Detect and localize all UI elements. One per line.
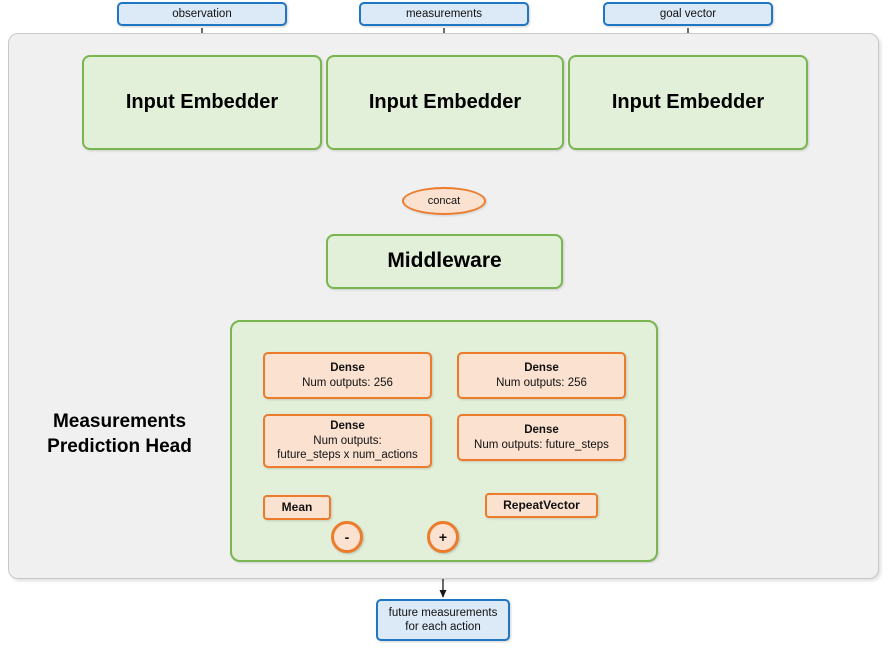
dense-right-2-detail: Num outputs: future_steps — [474, 438, 609, 451]
dense-left-1[interactable]: Dense Num outputs: 256 — [263, 352, 432, 399]
mean-label: Mean — [281, 500, 313, 514]
dense-right-1-detail: Num outputs: 256 — [496, 376, 587, 389]
output-box-future-measurements[interactable]: future measurements for each action — [376, 599, 510, 641]
input-label-measurements: measurements — [405, 7, 483, 20]
add-operator[interactable]: + — [427, 521, 459, 553]
repeat-vector-op[interactable]: RepeatVector — [485, 493, 598, 518]
repeat-vector-label: RepeatVector — [503, 498, 580, 512]
input-box-observation[interactable]: observation — [117, 2, 287, 26]
concat-label: concat — [427, 195, 461, 207]
dense-right-2-title: Dense — [524, 424, 559, 437]
dense-left-2-detail-line1: Num outputs: — [313, 434, 382, 447]
measurements-prediction-head-label: Measurements Prediction Head — [22, 410, 217, 459]
head-label-line1: Measurements — [52, 411, 187, 432]
input-box-goal-vector[interactable]: goal vector — [603, 2, 773, 26]
input-embedder-3[interactable]: Input Embedder — [568, 55, 808, 150]
input-embedder-1-label: Input Embedder — [125, 91, 279, 113]
input-label-observation: observation — [172, 7, 232, 20]
subtract-operator-label: - — [344, 529, 350, 545]
input-label-goal-vector: goal vector — [659, 7, 717, 20]
concat-node[interactable]: concat — [402, 187, 486, 215]
dense-left-1-title: Dense — [330, 362, 365, 375]
dense-right-1[interactable]: Dense Num outputs: 256 — [457, 352, 626, 399]
middleware-label: Middleware — [387, 249, 502, 273]
head-label-line2: Prediction Head — [47, 435, 192, 457]
dense-right-2[interactable]: Dense Num outputs: future_steps — [457, 414, 626, 461]
add-operator-label: + — [438, 529, 448, 545]
middleware-block[interactable]: Middleware — [326, 234, 563, 289]
dense-left-2-title: Dense — [330, 420, 365, 433]
input-embedder-2[interactable]: Input Embedder — [326, 55, 564, 150]
subtract-operator[interactable]: - — [331, 521, 363, 553]
dense-left-1-detail: Num outputs: 256 — [302, 376, 393, 389]
mean-op[interactable]: Mean — [263, 495, 331, 520]
input-embedder-2-label: Input Embedder — [368, 91, 522, 113]
output-label-line2: for each action — [405, 621, 481, 633]
input-box-measurements[interactable]: measurements — [359, 2, 529, 26]
output-label-line1: future measurements — [388, 606, 498, 619]
dense-left-2[interactable]: Dense Num outputs: future_steps x num_ac… — [263, 414, 432, 468]
input-embedder-1[interactable]: Input Embedder — [82, 55, 322, 150]
input-embedder-3-label: Input Embedder — [611, 91, 765, 113]
dense-right-1-title: Dense — [524, 362, 559, 375]
dense-left-2-detail-line2: future_steps x num_actions — [277, 449, 418, 462]
